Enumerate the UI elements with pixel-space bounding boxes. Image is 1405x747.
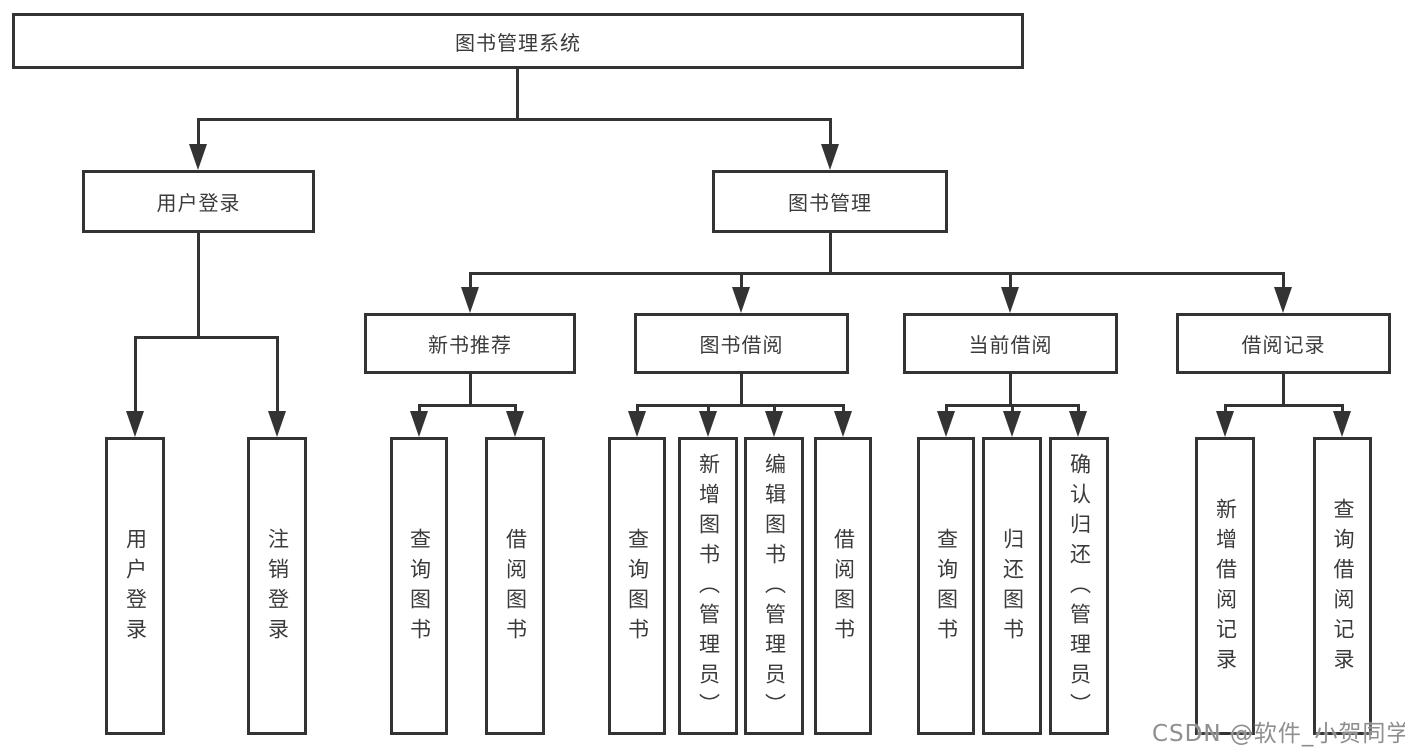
- connector-new-book-stem: [469, 374, 472, 407]
- node-borrowing-records-label: 借阅记录: [1241, 333, 1326, 357]
- connector-drop-leaf: [1341, 404, 1344, 415]
- leaf-label: 新增借阅记录: [1213, 498, 1238, 678]
- arrow-down-icon: [732, 287, 750, 313]
- connector-drop-leaf: [636, 404, 639, 415]
- leaf-label: 借阅图书: [503, 528, 528, 648]
- node-borrowing-records: 借阅记录: [1176, 313, 1391, 374]
- node-root: 图书管理系统: [12, 13, 1024, 69]
- leaf-label: 新增图书（管理员）: [696, 453, 721, 723]
- connector-drop-leaf: [1077, 404, 1080, 415]
- watermark-text: CSDN @软件_小贺同学: [1152, 721, 1405, 747]
- leaf-label: 查询图书: [934, 528, 959, 648]
- connector-user-login-stem: [197, 233, 200, 339]
- connector-new-book-bar: [418, 404, 516, 407]
- arrow-down-icon: [821, 144, 839, 170]
- leaf-query-books-1: 查询图书: [390, 437, 448, 735]
- connector-drop-book-borrow: [740, 272, 743, 291]
- arrow-down-icon: [126, 411, 144, 437]
- leaf-label: 确认归还（管理员）: [1067, 453, 1092, 723]
- arrow-down-icon: [1069, 411, 1087, 437]
- connector-drop-borrow-record: [1282, 272, 1285, 291]
- connector-drop-leaf: [1011, 404, 1014, 415]
- connector-book-mgmt-stem: [829, 233, 832, 275]
- arrow-down-icon: [834, 411, 852, 437]
- leaf-label: 注销登录: [265, 528, 290, 648]
- arrow-down-icon: [268, 411, 286, 437]
- arrow-down-icon: [937, 411, 955, 437]
- connector-user-login-bar: [134, 336, 279, 339]
- connector-drop-leaf: [514, 404, 517, 415]
- leaf-label: 查询借阅记录: [1331, 498, 1355, 678]
- leaf-borrow-books-1: 借阅图书: [485, 437, 545, 735]
- arrow-down-icon: [765, 411, 783, 437]
- node-book-management: 图书管理: [712, 170, 948, 233]
- connector-drop-leaf: [276, 336, 279, 415]
- arrow-down-icon: [1003, 411, 1021, 437]
- node-root-label: 图书管理系统: [455, 30, 581, 55]
- node-book-borrowing-label: 图书借阅: [699, 333, 784, 357]
- arrow-down-icon: [699, 411, 717, 437]
- arrow-down-icon: [1274, 287, 1292, 313]
- connector-borrow-record-stem: [1282, 374, 1285, 407]
- leaf-query-books-3: 查询图书: [917, 437, 975, 735]
- connector-root-bar: [197, 118, 831, 121]
- connector-root-stem: [516, 69, 519, 119]
- connector-book-borrow-stem: [740, 374, 743, 407]
- connector-drop-user-login: [197, 118, 200, 148]
- arrow-down-icon: [1333, 411, 1351, 437]
- arrow-down-icon: [461, 287, 479, 313]
- connector-drop-leaf: [945, 404, 948, 415]
- connector-drop-book-mgmt: [829, 118, 832, 148]
- node-book-borrowing: 图书借阅: [634, 313, 849, 374]
- node-new-book-recommend: 新书推荐: [364, 313, 576, 374]
- leaf-label: 编辑图书（管理员）: [762, 453, 787, 723]
- leaf-edit-books-admin: 编辑图书（管理员）: [744, 437, 804, 735]
- connector-drop-leaf: [134, 336, 137, 415]
- connector-drop-new-book: [469, 272, 472, 291]
- node-new-book-recommend-label: 新书推荐: [428, 333, 512, 357]
- connector-drop-leaf: [1224, 404, 1227, 415]
- leaf-confirm-return-admin: 确认归还（管理员）: [1049, 437, 1109, 735]
- node-user-login-label: 用户登录: [156, 191, 241, 215]
- leaf-query-books-2: 查询图书: [608, 437, 666, 735]
- leaf-add-borrow-record: 新增借阅记录: [1195, 437, 1255, 735]
- leaf-borrow-books-2: 借阅图书: [814, 437, 872, 735]
- arrow-down-icon: [1216, 411, 1234, 437]
- node-user-login: 用户登录: [82, 170, 315, 233]
- arrow-down-icon: [410, 411, 428, 437]
- leaf-query-borrow-record: 查询借阅记录: [1313, 437, 1372, 735]
- node-current-borrowing: 当前借阅: [903, 313, 1118, 374]
- leaf-user-login: 用户登录: [105, 437, 165, 735]
- watermark: CSDN @软件_小贺同学: [1152, 714, 1405, 747]
- arrow-down-icon: [189, 144, 207, 170]
- leaf-label: 归还图书: [1000, 528, 1025, 648]
- connector-drop-leaf: [842, 404, 845, 415]
- leaf-logout: 注销登录: [247, 437, 307, 735]
- arrow-down-icon: [506, 411, 524, 437]
- leaf-label: 查询图书: [407, 528, 432, 648]
- leaf-label: 查询图书: [625, 528, 650, 648]
- connector-current-borrow-stem: [1009, 374, 1012, 407]
- arrow-down-icon: [628, 411, 646, 437]
- leaf-return-books: 归还图书: [982, 437, 1042, 735]
- connector-drop-current-borrow: [1009, 272, 1012, 291]
- connector-drop-leaf: [773, 404, 776, 415]
- leaf-label: 用户登录: [123, 528, 148, 648]
- leaf-label: 借阅图书: [831, 528, 856, 648]
- arrow-down-icon: [1001, 287, 1019, 313]
- connector-drop-leaf: [707, 404, 710, 415]
- connector-borrow-record-bar: [1224, 404, 1344, 407]
- node-book-management-label: 图书管理: [788, 191, 872, 215]
- connector-book-borrow-bar: [636, 404, 844, 407]
- node-current-borrowing-label: 当前借阅: [968, 333, 1053, 357]
- connector-drop-leaf: [418, 404, 421, 415]
- leaf-add-books-admin: 新增图书（管理员）: [678, 437, 738, 735]
- connector-book-mgmt-bar: [469, 272, 1284, 275]
